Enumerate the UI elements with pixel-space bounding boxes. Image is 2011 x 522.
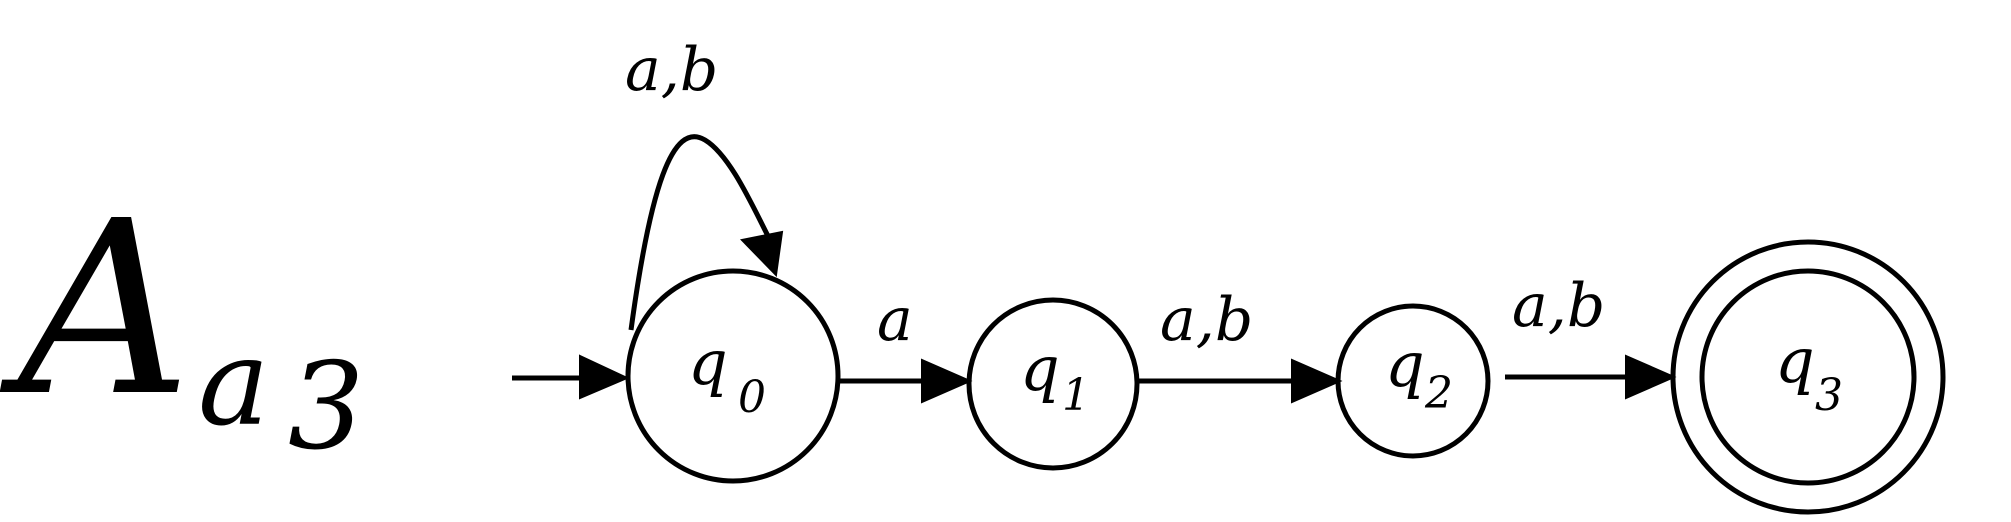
transition-q2-q3: a,b: [1505, 271, 1677, 400]
state-q1-label: q: [1020, 332, 1060, 405]
title-main-letter: A: [0, 169, 191, 449]
label-q2-q3: a,b: [1512, 271, 1605, 341]
state-q3: q 3: [1670, 239, 1946, 515]
label-q0-q0: a,b: [625, 35, 718, 105]
transition-q1-q2: a,b: [1138, 285, 1343, 404]
initial-arrow: [512, 354, 630, 400]
state-q0-index: 0: [738, 372, 766, 423]
title-subscript-index: 3: [288, 338, 364, 477]
state-q3-index: 3: [1815, 370, 1843, 421]
state-q3-label: q: [1775, 324, 1815, 397]
automaton-title: A a 3: [0, 169, 364, 477]
label-q0-q1: a: [877, 285, 913, 355]
state-q1: q 1: [966, 297, 1140, 471]
state-q2-label: q: [1385, 328, 1425, 401]
state-q2-index: 2: [1424, 368, 1453, 419]
state-q1-index: 1: [1062, 370, 1090, 421]
transition-q0-q0: a,b: [625, 35, 784, 331]
title-subscript-letter: a: [198, 314, 270, 453]
state-q2: q 2: [1335, 303, 1491, 459]
transition-q0-q1: a: [840, 285, 973, 404]
state-q0: q 0: [625, 268, 841, 484]
label-q1-q2: a,b: [1160, 285, 1253, 355]
state-q0-label: q: [688, 326, 728, 399]
